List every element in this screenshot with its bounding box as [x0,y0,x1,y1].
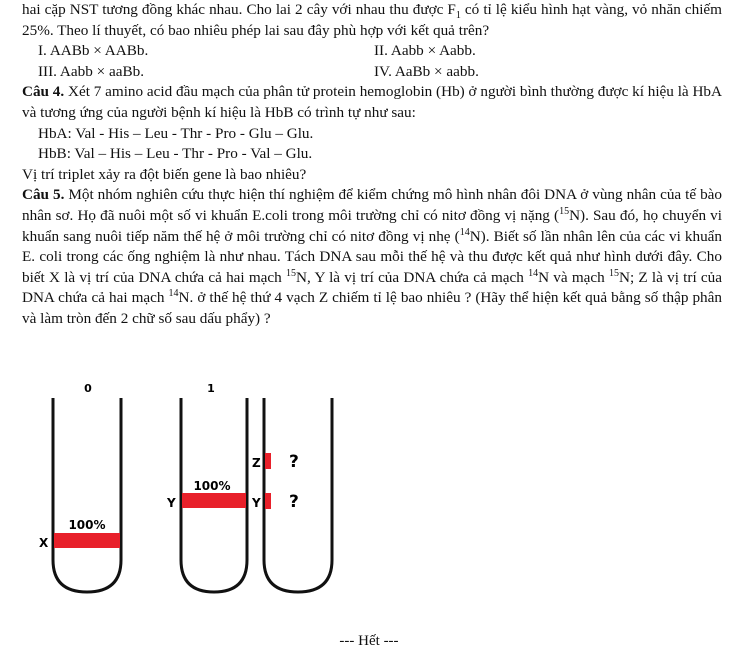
q5-text-5: N và mạch [538,268,609,286]
hba-sequence: HbA: Val - His – Leu - Thr - Pro - Glu –… [38,124,314,142]
band-x [54,533,120,548]
q5-text-6: N; Z là vị trí của DNA chứa cả hai mạch [22,268,722,307]
q5-text-2: N). Sau đó, họ chuyển vi khuẩn sang nuôi… [22,206,722,245]
x-label: X [39,536,49,550]
end-marker: --- Hết --- [339,633,399,649]
option-3: III. Aabb × aaBb. [38,62,144,80]
y-label-right: Y [251,496,261,510]
option-1: I. AABb × AABb. [38,42,149,60]
hbb-sequence: HbB: Val – His – Leu - Thr - Pro - Val –… [38,145,313,163]
tube-0-label: 0 [84,382,92,395]
x-percent: 100% [68,518,105,532]
y-percent: 100% [193,479,230,493]
option-2: II. Aabb × Aabb. [374,42,476,60]
q5-text-7: N. ở thế hệ thứ 4 vạch Z chiếm tỉ lệ bao… [22,289,722,327]
document-body: hai cặp NST tương đồng khác nhau. Cho la… [22,0,722,330]
question-mark-z: ? [289,452,299,472]
options-row-2: III. Aabb × aaBb. IV. AaBb × aabb. [22,62,722,83]
question-4: Câu 4. Xét 7 amino acid đầu mạch của phâ… [22,82,722,123]
sup-14: 14 [168,288,179,300]
tube-0 [51,398,123,594]
question-4-label: Câu 4. [22,83,65,101]
marker-z [265,453,271,469]
options-row-1: I. AABb × AABb. II. Aabb × Aabb. [22,41,722,62]
q5-text-1: Một nhóm nghiên cứu thực hiện thí nghiệm… [22,186,722,224]
sup-14: 14 [459,226,470,238]
sup-15: 15 [286,267,296,279]
question-4-text: Xét 7 amino acid đầu mạch của phân tử pr… [22,83,722,121]
y-label-left: Y [166,496,176,510]
question-4-ask: Vị trí triplet xảy ra đột biến gene là b… [22,165,307,183]
tube-1 [179,398,249,594]
tube-1-label: 1 [207,382,215,395]
f-subscript: 1 [455,10,461,22]
intro-text: hai cặp NST tương đồng khác nhau. Cho la… [22,1,456,18]
z-label: Z [252,456,261,470]
sup-14: 14 [528,267,539,279]
question-5: Câu 5. Một nhóm nghiên cứu thực hiện thí… [22,185,722,329]
band-y [182,493,246,508]
intro-paragraph: hai cặp NST tương đồng khác nhau. Cho la… [22,0,722,41]
q5-text-3: N). Biết số lần nhân lên của các vi khuẩ… [22,227,722,286]
question-mark-y: ? [289,492,299,512]
q5-text-4: N, Y là vị trí của DNA chứa cả mạch [296,268,529,286]
option-4: IV. AaBb × aabb. [374,62,479,80]
tube-2 [262,398,334,594]
sup-15: 15 [559,205,570,217]
marker-y [265,493,271,509]
sup-15: 15 [608,267,619,279]
intro-text-rest: có tỉ lệ kiểu hình hạt vàng, vỏ nhăn chi… [22,1,722,39]
question-5-label: Câu 5. [22,186,65,204]
